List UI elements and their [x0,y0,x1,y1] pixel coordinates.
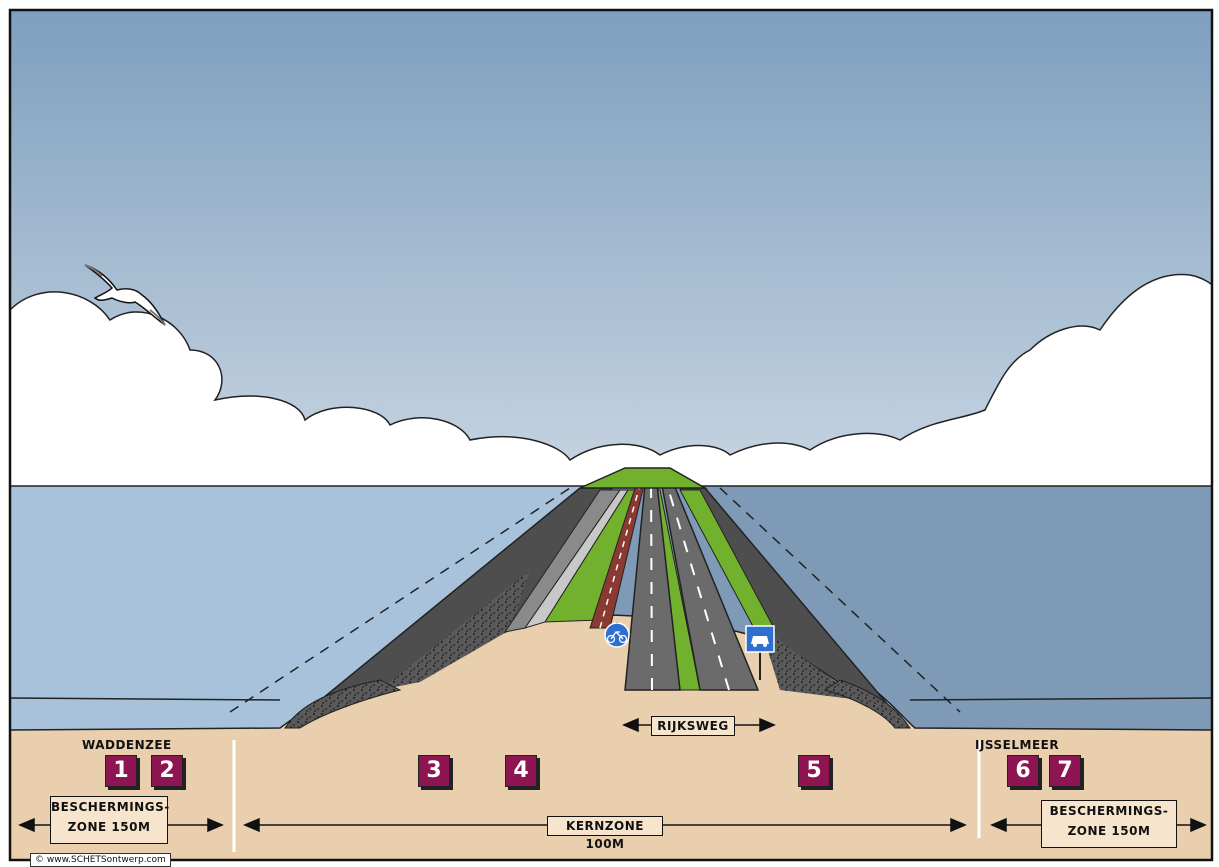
waddenzee-label: WADDENZEE [82,738,172,752]
beschermingszone-right-label: BESCHERMINGS- ZONE 150M [1041,800,1177,848]
ijsselmeer-label: IJSSELMEER [975,738,1059,752]
beschermingszone-right-line2: ZONE 150M [1042,821,1176,841]
kernzone-label: KERNZONE 100M [547,816,663,836]
zone-badge-1: 1 [105,755,137,787]
beschermingszone-left-line1: BESCHERMINGS- [51,797,167,817]
zone-badge-6: 6 [1007,755,1039,787]
zone-badge-7: 7 [1049,755,1081,787]
bicycle-sign-icon [605,622,629,647]
rijksweg-label: RIJKSWEG [651,716,735,736]
zone-badge-4: 4 [505,755,537,787]
beschermingszone-right-line1: BESCHERMINGS- [1042,801,1176,821]
beschermingszone-left-label: BESCHERMINGS- ZONE 150M [50,796,168,844]
zone-badge-5: 5 [798,755,830,787]
beschermingszone-left-line2: ZONE 150M [51,817,167,837]
zone-badge-3: 3 [418,755,450,787]
zone-badge-2: 2 [151,755,183,787]
